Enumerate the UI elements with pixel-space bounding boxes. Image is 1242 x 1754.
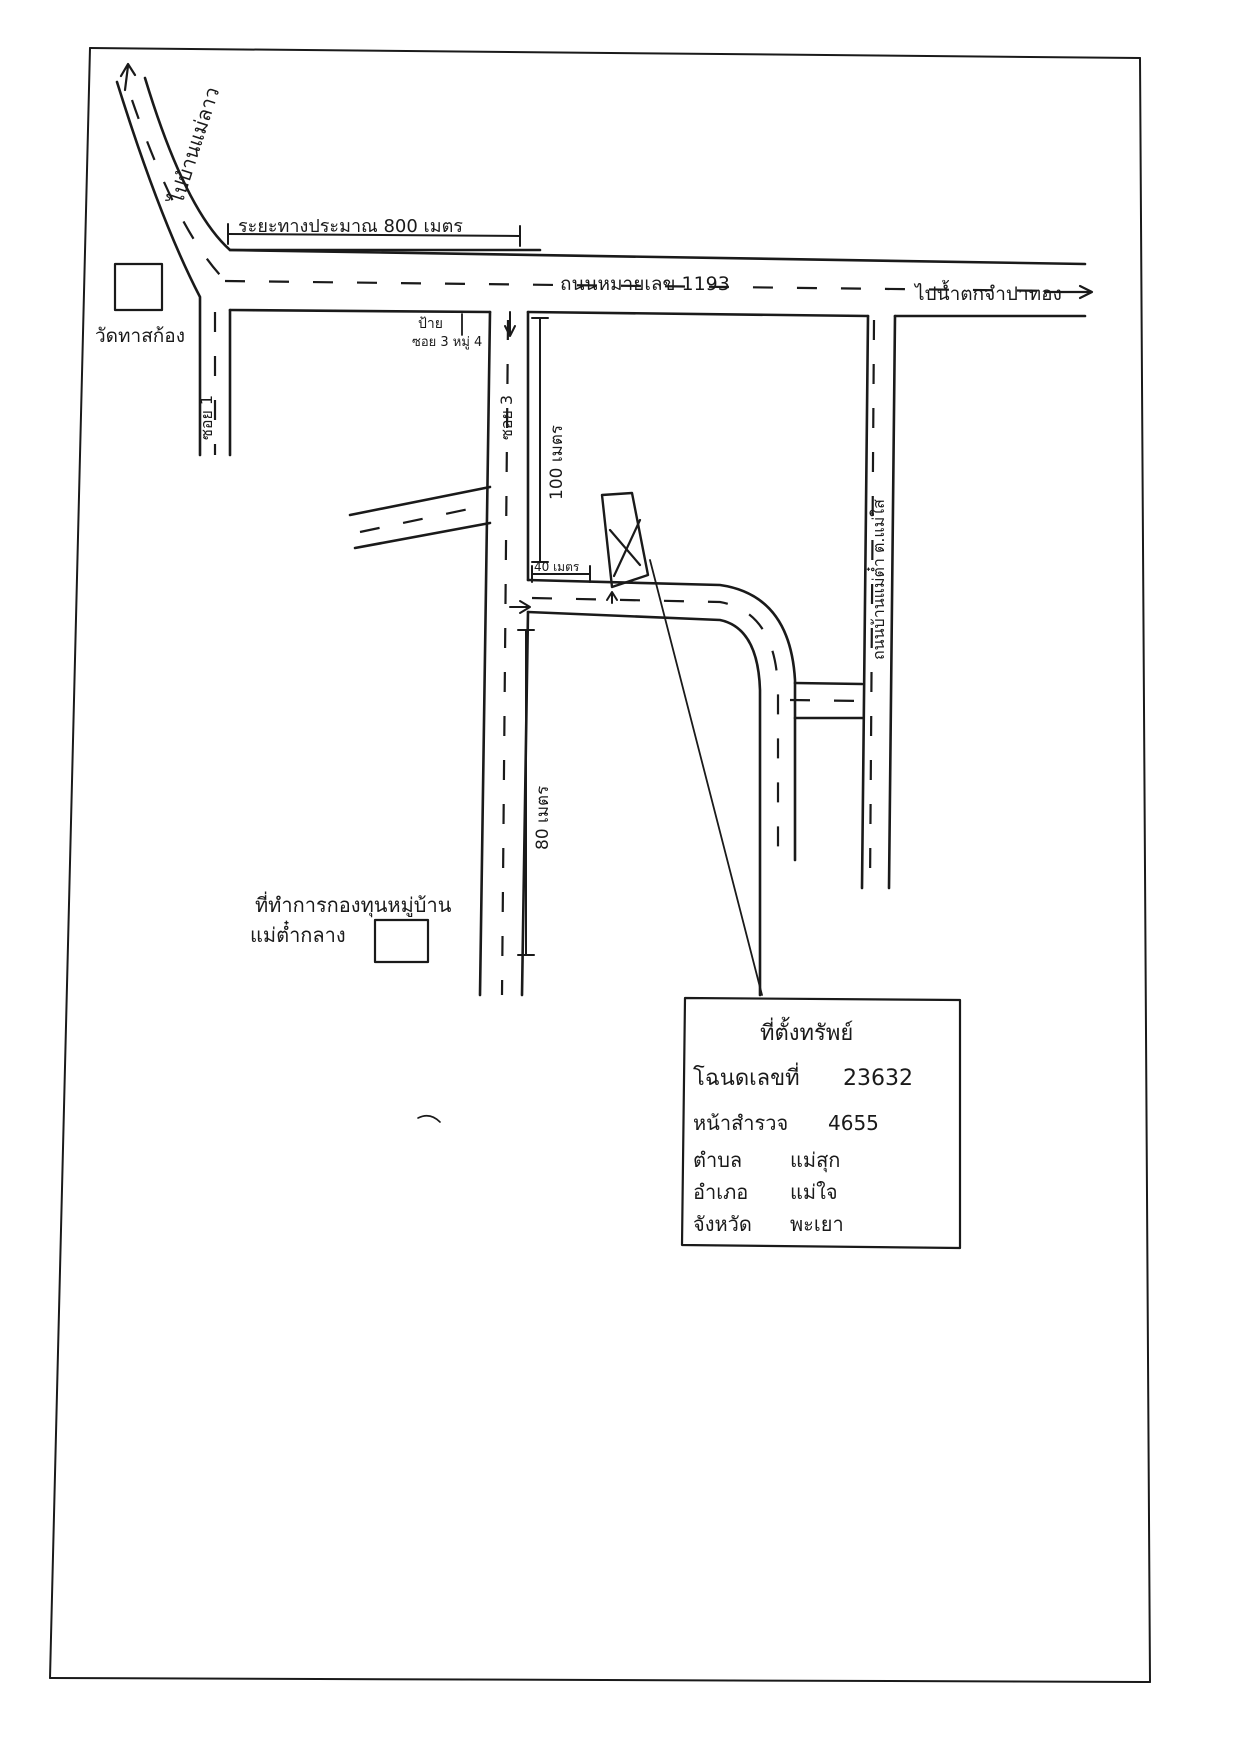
label-sign-line1: ป้าย <box>418 316 443 332</box>
stray-mark <box>417 1114 441 1123</box>
temple-building-icon <box>113 262 164 312</box>
property-tambon: แม่สุก <box>790 1148 840 1173</box>
property-tambon-label: ตำบล <box>693 1148 742 1172</box>
label-soi-3: ซอย 3 <box>497 395 516 440</box>
east-road <box>789 314 897 890</box>
label-soi-1: ซอย 1 <box>197 395 216 440</box>
property-deed-number: 23632 <box>843 1066 913 1091</box>
label-dist-80: 80 เมตร <box>533 786 553 850</box>
property-survey-label: หน้าสำรวจ <box>693 1111 788 1135</box>
property-parcel <box>600 491 650 589</box>
distance-marker-top <box>227 223 521 247</box>
distance-marker-100 <box>531 317 549 563</box>
label-dist-100: 100 เมตร <box>547 425 567 500</box>
label-to-waterfall: ไปน้ำตกจำปาทอง <box>913 280 1062 305</box>
label-sign-line2: ซอย 3 หมู่ 4 <box>412 335 482 350</box>
soi-1-road <box>213 308 232 457</box>
road-to-mae-lao <box>115 76 542 457</box>
property-info-box <box>680 996 962 1250</box>
label-side-road: ถนนบ้านแม่ต๋ำ ต.แม่ใส <box>866 499 888 660</box>
north-arrow-icon <box>119 62 137 92</box>
office-building-icon <box>373 918 430 964</box>
label-distance-top: ระยะทางประมาณ 800 เมตร <box>238 216 463 237</box>
turn-arrow-icon <box>509 591 618 614</box>
sign-arrow-icon <box>461 311 516 337</box>
property-amphoe-label: อำเภอ <box>693 1180 748 1204</box>
property-amphoe: แม่ใจ <box>790 1180 838 1204</box>
label-to-mae-lao: ไปบ้านแม่ลาว <box>163 84 224 209</box>
property-deed-label: โฉนดเลขที่ <box>693 1062 800 1091</box>
label-dist-40: 40 เมตร <box>534 560 580 574</box>
property-survey-number: 4655 <box>828 1111 879 1135</box>
map-frame <box>49 47 1151 1683</box>
property-access-road <box>526 578 797 997</box>
property-province-label: จังหวัด <box>693 1212 752 1236</box>
label-office-line2: แม่ต๋ำกลาง <box>250 920 346 947</box>
label-office-line1: ที่ทำการกองทุนหมู่บ้าน <box>255 891 452 918</box>
label-highway: ถนนหมายเลข 1193 <box>560 273 730 295</box>
distance-marker-80 <box>517 629 535 956</box>
west-branch-road <box>348 485 492 550</box>
highway-1193 <box>224 248 1094 318</box>
property-title: ที่ตั้งทรัพย์ <box>760 1017 853 1046</box>
property-leader-line <box>649 559 763 996</box>
label-temple: วัดทาสก้อง <box>95 325 185 347</box>
property-province: พะเยา <box>790 1212 844 1236</box>
distance-marker-40 <box>531 565 591 583</box>
